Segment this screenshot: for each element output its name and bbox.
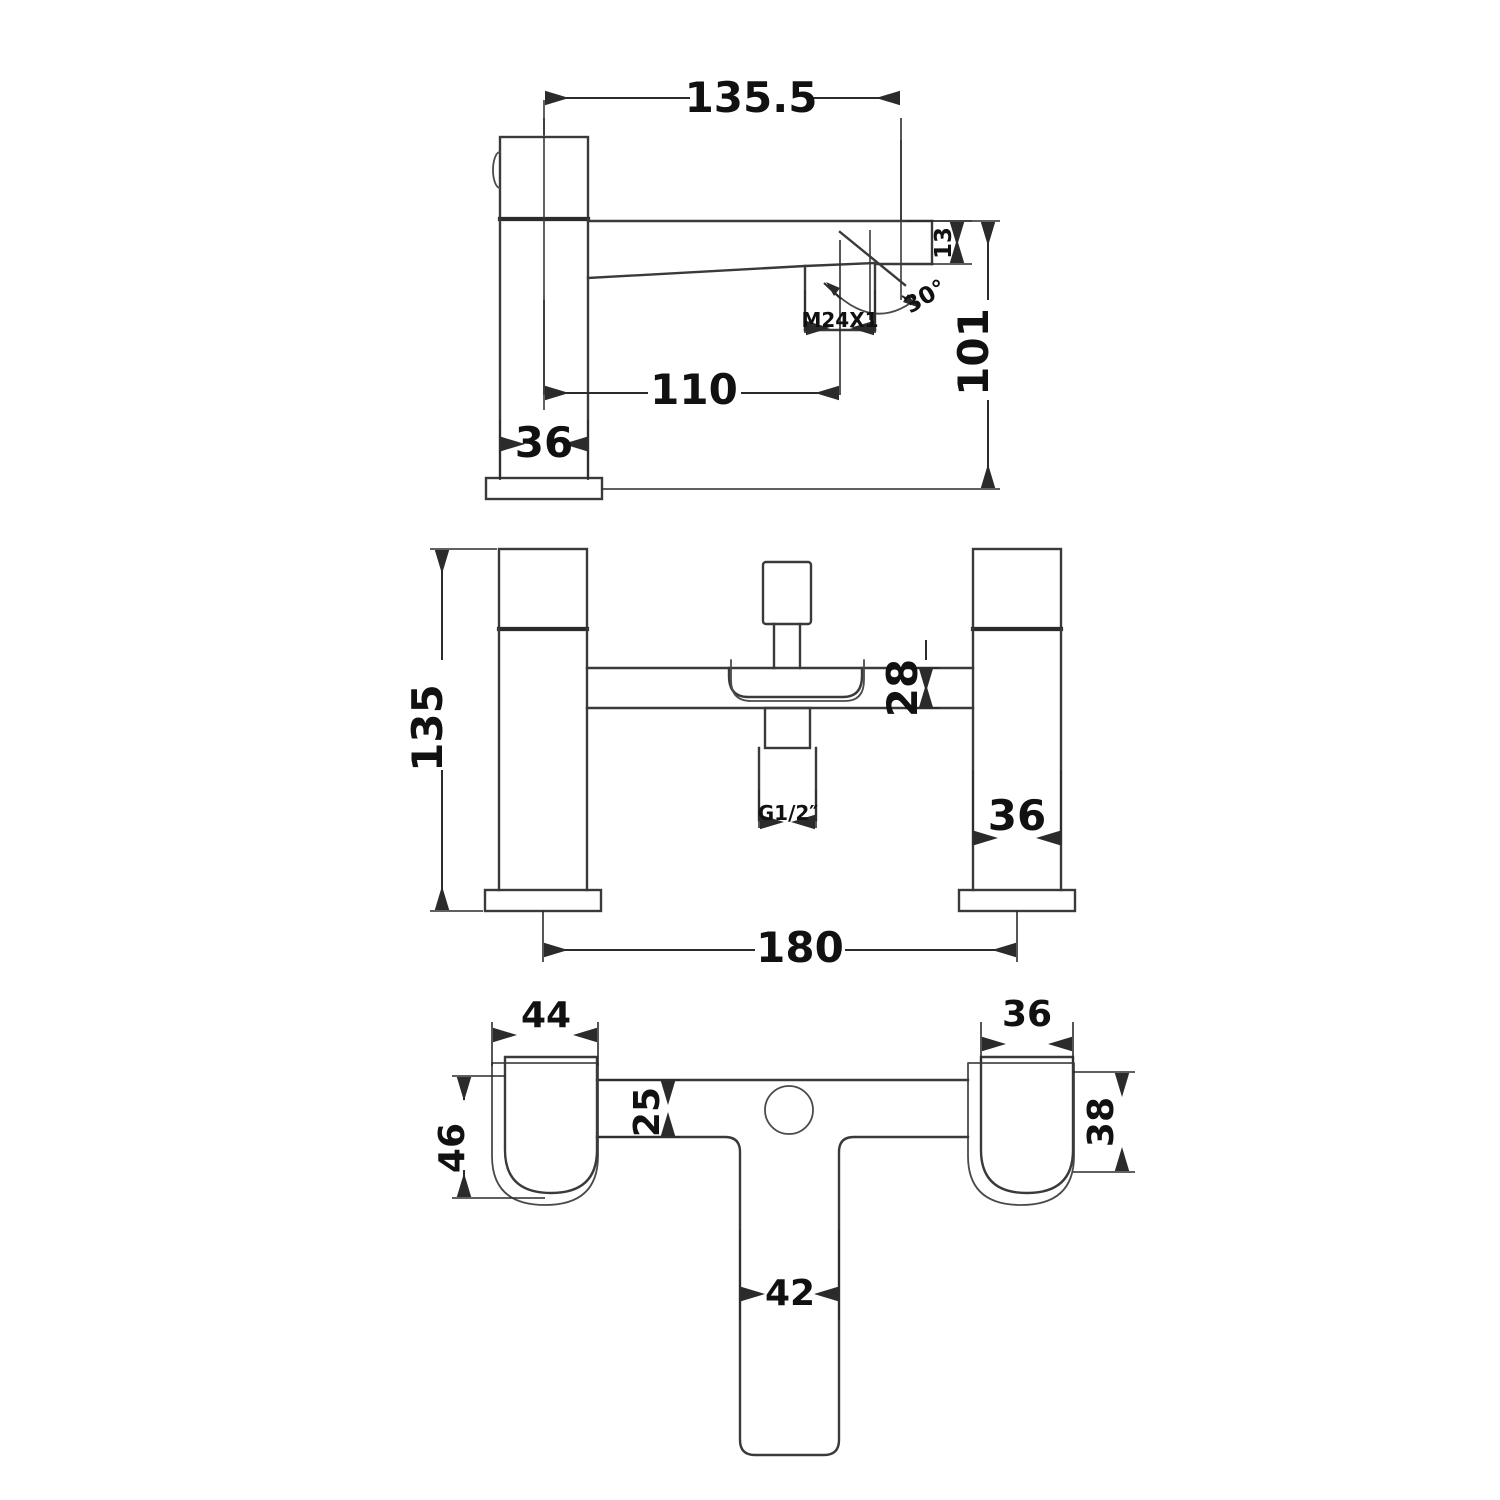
dim-label-36-plan: 36 <box>1002 994 1052 1035</box>
dim-label-38: 38 <box>1081 1097 1122 1147</box>
dim-36-side: 36 <box>499 418 589 480</box>
dim-label-m24x1: M24X1 <box>801 308 878 332</box>
dim-label-g-half-inch: G1/2″ <box>758 801 819 825</box>
dim-44: 44 <box>491 995 599 1066</box>
dim-36-front: 36 <box>972 770 1062 846</box>
dim-label-135-5: 135.5 <box>685 73 818 122</box>
dim-110: 110 <box>543 240 841 414</box>
dim-label-36-front: 36 <box>988 791 1046 840</box>
side-aerator-arc <box>823 282 919 315</box>
dim-label-13: 13 <box>931 227 957 259</box>
dim-25: 25 <box>598 1079 680 1138</box>
plan-right-handle <box>967 1055 1075 1206</box>
dim-label-30-degrees: 30° <box>900 275 951 319</box>
dim-42: 42 <box>739 1230 840 1320</box>
side-base-plate <box>484 476 604 501</box>
dim-label-110: 110 <box>650 365 738 414</box>
dim-38: 38 <box>1073 1071 1135 1173</box>
dim-28: 28 <box>878 640 940 717</box>
front-left-pillar <box>483 547 603 913</box>
dim-label-44: 44 <box>521 995 571 1036</box>
side-spout-body <box>586 219 934 332</box>
dim-label-28: 28 <box>878 659 927 717</box>
plan-left-handle <box>491 1055 599 1206</box>
plan-outlet-circle <box>764 1085 814 1135</box>
view-side-elevation: 135.5 110 36 13 <box>484 73 1000 501</box>
dim-180: 180 <box>542 911 1018 972</box>
dim-label-36-side: 36 <box>515 418 573 467</box>
dim-label-180: 180 <box>756 923 844 972</box>
side-handle-cap <box>492 135 591 222</box>
dim-135: 135 <box>403 548 497 912</box>
dim-101: 101 <box>602 220 1000 490</box>
front-right-pillar <box>957 547 1077 913</box>
dim-13: 13 <box>931 220 972 265</box>
dim-label-42: 42 <box>765 1273 815 1314</box>
dim-m24x1: M24X1 <box>801 290 879 336</box>
view-plan: 44 36 46 25 <box>432 994 1135 1457</box>
dim-46: 46 <box>432 1075 545 1199</box>
dim-135-5: 135.5 <box>543 73 902 220</box>
dim-label-101: 101 <box>949 308 998 396</box>
dim-label-135: 135 <box>403 684 452 772</box>
front-diverter-housing <box>727 659 865 702</box>
front-diverter-button <box>761 560 813 670</box>
dim-label-25: 25 <box>627 1087 668 1137</box>
view-front-elevation: 135 28 36 G1/2″ <box>403 547 1077 972</box>
dim-label-46: 46 <box>432 1123 473 1173</box>
dim-30-degrees: 30° <box>900 275 951 319</box>
dim-36-plan: 36 <box>980 994 1074 1062</box>
dim-g-half-inch: G1/2″ <box>758 790 819 830</box>
